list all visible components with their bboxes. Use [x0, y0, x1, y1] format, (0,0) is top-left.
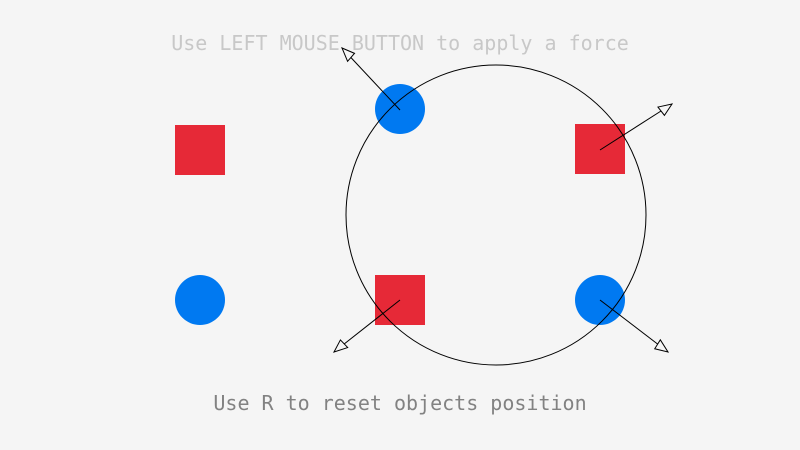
physics-ball-ball-left[interactable] — [175, 275, 225, 325]
physics-box-box-topright[interactable] — [575, 124, 625, 174]
force-arrow-0 — [341, 47, 401, 111]
instruction-apply-force: Use LEFT MOUSE BUTTON to apply a force — [171, 31, 629, 55]
instruction-reset: Use R to reset objects position — [213, 391, 587, 415]
physics-box-box-left[interactable] — [175, 125, 225, 175]
force-arrows-layer — [332, 47, 674, 353]
force-arrow-3 — [599, 299, 670, 353]
force-arrow-1 — [599, 103, 674, 151]
physics-objects-layer — [175, 84, 625, 325]
boundary-circle — [345, 64, 647, 366]
force-arrow-2 — [332, 299, 401, 353]
